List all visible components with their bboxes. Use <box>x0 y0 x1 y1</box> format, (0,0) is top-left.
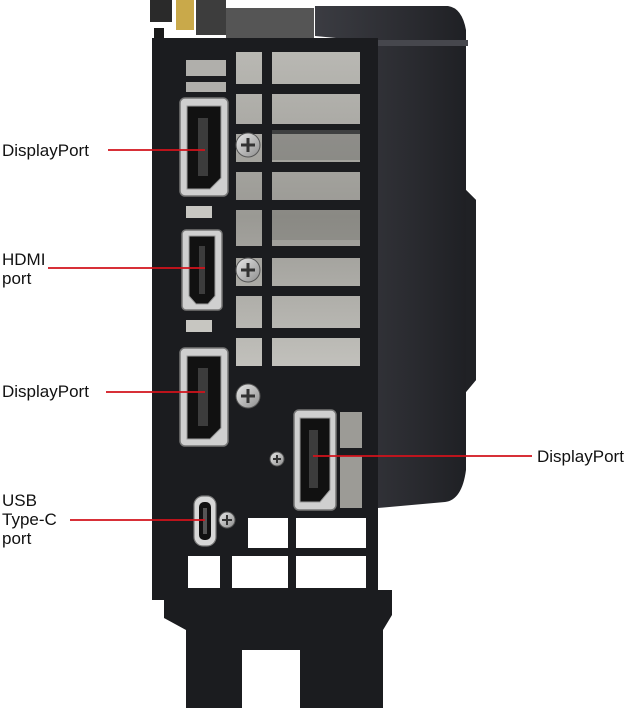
vent-grille <box>186 52 370 508</box>
bracket-openings <box>186 206 366 588</box>
label-displayport-middle: DisplayPort <box>2 382 89 401</box>
phillips-screw-icon <box>235 383 261 409</box>
phillips-screw-icon <box>218 511 236 529</box>
leader-lines <box>48 149 532 521</box>
label-hdmi-port: HDMI port <box>2 250 46 288</box>
label-displayport-right: DisplayPort <box>537 447 624 466</box>
phillips-screw-icon <box>235 257 261 283</box>
cooler-shroud <box>315 6 476 508</box>
phillips-screw-icon <box>235 132 261 158</box>
displayport-connector-right <box>293 409 337 511</box>
displayport-connector-top <box>179 97 229 197</box>
hdmi-connector <box>181 229 223 311</box>
phillips-screw-icon <box>269 451 285 467</box>
label-displayport-top: DisplayPort <box>2 141 89 160</box>
usb-type-c-connector <box>193 495 217 547</box>
displayport-connector-middle <box>179 347 229 447</box>
label-usb-type-c-port: USB Type-C port <box>2 491 57 548</box>
